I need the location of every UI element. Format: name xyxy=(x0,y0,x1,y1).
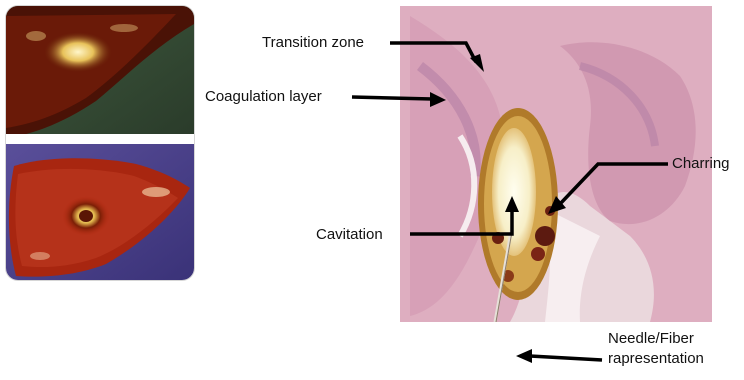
coagulation-layer-arrow xyxy=(352,97,432,99)
charring-arrow xyxy=(560,164,668,204)
transition-zone-arrow xyxy=(390,43,476,62)
cavitation-label: Cavitation xyxy=(316,226,383,244)
needle-arrow-head xyxy=(516,349,532,363)
cavitation-arrow xyxy=(410,210,512,234)
needle-arrow xyxy=(530,356,602,360)
coagulation-layer-label: Coagulation layer xyxy=(205,88,322,106)
charring-label: Charring xyxy=(672,155,730,173)
needle-fiber-label: Needle/Fiber xyxy=(608,330,694,348)
coagulation-layer-arrow-head xyxy=(430,92,446,107)
transition-zone-label: Transition zone xyxy=(262,34,364,52)
cavitation-arrow-head xyxy=(505,196,519,212)
needle-fiber-label-line2: rapresentation xyxy=(608,350,704,368)
